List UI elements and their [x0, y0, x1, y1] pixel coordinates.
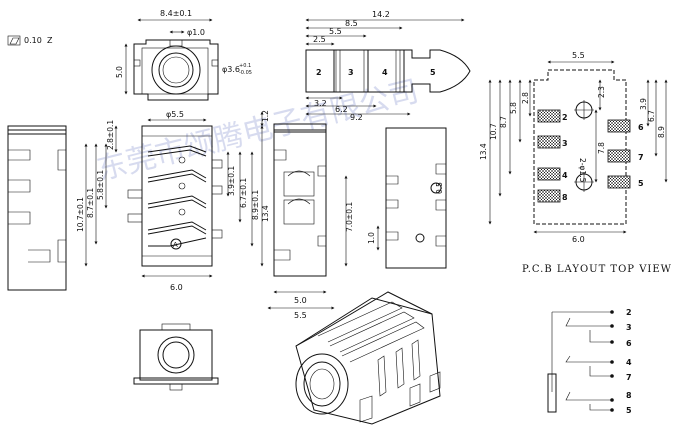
dim-end-1-0: 1.0 — [367, 232, 376, 244]
flatness-box — [7, 35, 21, 46]
dim-pcb-8-7: 8.7 — [499, 116, 508, 128]
schem-pin-5: 5 — [626, 406, 632, 415]
side-marker: A — [173, 241, 178, 249]
plug-seg-4: 4 — [382, 68, 388, 77]
pcb-title: P.C.B LAYOUT TOP VIEW — [522, 264, 672, 275]
dim-pcb-5-5: 5.5 — [572, 51, 585, 60]
dim-bore-tol-plus: +0.1 — [239, 63, 251, 69]
dim-pcb-holes: 2-φ1.5 — [578, 158, 587, 183]
dim-side-6-7: 6.7±0.1 — [239, 178, 248, 208]
dim-pcb-5-8: 5.8 — [509, 102, 518, 114]
pcb-pad-8: 8 — [562, 193, 568, 202]
dim-plug-9-2: 9.2 — [350, 113, 363, 122]
pcb-pad-3: 3 — [562, 139, 568, 148]
pcb-pad-5: 5 — [638, 179, 644, 188]
schem-pin-3: 3 — [626, 323, 632, 332]
side-view-left — [7, 125, 67, 291]
dim-side-8-7: 8.7±0.1 — [86, 188, 95, 218]
dim-pcb-6-0: 6.0 — [572, 235, 585, 244]
dim-plug-6-2: 6.2 — [335, 105, 348, 114]
dim-side-6-0: 6.0 — [170, 283, 183, 292]
dim-plug-total: 14.2 — [372, 10, 390, 19]
dim-pcb-10-7: 10.7 — [489, 123, 498, 140]
dim-mid-7-0: 7.0±0.1 — [345, 202, 354, 232]
dim-bore-tol-minus: -0.05 — [239, 70, 252, 76]
dim-side-10-7: 10.7±0.1 — [76, 197, 85, 232]
plug-seg-3: 3 — [348, 68, 354, 77]
dim-side-8-9: 8.9±0.1 — [251, 190, 260, 220]
dim-side-5-8: 5.8±0.1 — [96, 170, 105, 200]
pcb-pad-4: 4 — [562, 171, 568, 180]
dim-side-width: φ5.5 — [166, 110, 184, 119]
dim-front-height: 5.0 — [115, 66, 124, 78]
middle-view: 7.0±0.1 5.0 5.5 — [267, 123, 354, 320]
dim-side-2-8: 2.8±0.1 — [106, 120, 115, 150]
schematic: 2 3 6 4 7 8 5 — [547, 308, 632, 415]
front-view: 0.10 Z 8.4±0.1 φ1.0 5.0 φ3.6 +0.1 -0.05 — [7, 9, 252, 101]
schem-pin-8: 8 — [626, 391, 632, 400]
dim-end-0-5: 0.5 — [435, 182, 444, 194]
dim-pcb-8-9: 8.9 — [657, 126, 666, 138]
schem-pin-2: 2 — [626, 308, 632, 317]
pcb-pad-2: 2 — [562, 113, 568, 122]
dim-side-13-4: 13.4 — [261, 205, 270, 222]
end-view: 1.0 0.5 — [367, 127, 447, 269]
dim-bore: φ3.6 — [222, 65, 240, 74]
dim-pcb-7-8: 7.8 — [597, 142, 606, 154]
side-view-main: φ5.5 A 6.0 10.7±0.1 8 — [76, 110, 270, 292]
dim-top-width: 8.4±0.1 — [160, 9, 192, 18]
pcb-pad-6: 6 — [638, 123, 644, 132]
dim-side-3-9: 3.9±0.1 — [227, 166, 236, 196]
dim-pcb-13-4: 13.4 — [479, 143, 488, 160]
dim-pcb-6-7: 6.7 — [647, 110, 656, 122]
dim-plug-3-2: 3.2 — [314, 99, 327, 108]
plug-view: 14.2 8.5 5.5 2.5 2 3 4 5 3.2 6.2 9.2 — [305, 10, 471, 122]
pcb-pad-7: 7 — [638, 153, 644, 162]
dim-top-hole: φ1.0 — [187, 28, 205, 37]
dim-pcb-2-3: 2.3 — [597, 86, 606, 98]
isometric-view — [295, 291, 441, 425]
pcb-layout: 5.5 6.0 2 3 4 8 6 7 5 13.4 10.7 8.7 5.8 — [479, 51, 672, 275]
schem-pin-7: 7 — [626, 373, 632, 382]
dim-side-1-2: 1.2 — [261, 110, 270, 122]
plug-seg-2: 2 — [316, 68, 322, 77]
dim-mid-5-5: 5.5 — [294, 311, 307, 320]
dim-plug-5-5: 5.5 — [329, 27, 342, 36]
dim-pcb-3-9: 3.9 — [639, 98, 648, 110]
dim-plug-2-5: 2.5 — [313, 35, 326, 44]
schem-pin-6: 6 — [626, 339, 632, 348]
dim-plug-8-5: 8.5 — [345, 19, 358, 28]
dim-pcb-2-8: 2.8 — [521, 92, 530, 104]
flatness-datum: Z — [47, 36, 53, 45]
schem-pin-4: 4 — [626, 358, 632, 367]
dim-mid-5-0: 5.0 — [294, 296, 307, 305]
watermark-text: 东莞市颂腾电子有限公司 — [93, 74, 422, 188]
flatness-value: 0.10 — [24, 36, 42, 45]
plug-seg-5: 5 — [430, 68, 436, 77]
bottom-view — [133, 323, 219, 391]
